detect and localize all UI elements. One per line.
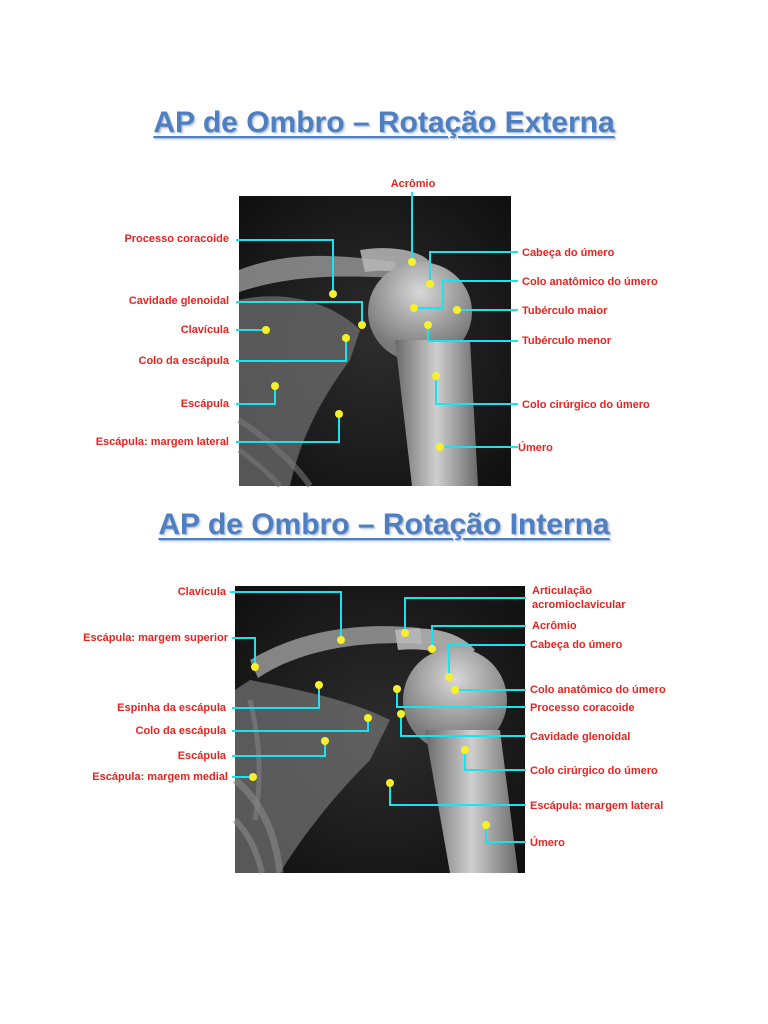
label-cabeca-do-umero-2: Cabeça do úmero — [530, 639, 623, 651]
label-cavidade-glenoidal: Cavidade glenoidal — [129, 295, 229, 307]
label-tuberculo-menor: Tubérculo menor — [522, 335, 612, 347]
label-escapula-2: Escápula — [178, 750, 227, 762]
label-clavicula: Clavícula — [181, 324, 230, 336]
leaders-figure-1 — [236, 192, 518, 448]
label-espinha-da-escapula: Espinha da escápula — [117, 702, 227, 714]
label-acromio: Acrômio — [391, 178, 436, 190]
label-colo-anatomico-do-umero-2: Colo anatômico do úmero — [530, 684, 666, 696]
label-acromioclavicular: acromioclavicular — [532, 599, 626, 611]
label-umero: Úmero — [518, 441, 553, 454]
label-articulacao: Articulação — [532, 585, 592, 597]
labels-figure-2: Clavícula Escápula: margem superior Espi… — [83, 585, 666, 849]
label-processo-coracoide: Processo coracoide — [124, 233, 229, 245]
label-cabeca-do-umero: Cabeça do úmero — [522, 247, 615, 259]
label-escapula: Escápula — [181, 398, 230, 410]
label-escapula-margem-lateral-2: Escápula: margem lateral — [530, 800, 663, 812]
label-processo-coracoide-2: Processo coracoide — [530, 702, 635, 714]
markers-figure-2 — [249, 629, 490, 829]
label-colo-da-escapula: Colo da escápula — [139, 355, 230, 367]
markers-figure-1 — [262, 258, 461, 451]
label-umero-2: Úmero — [530, 836, 565, 849]
label-escapula-margem-medial: Escápula: margem medial — [92, 771, 228, 783]
label-cavidade-glenoidal-2: Cavidade glenoidal — [530, 731, 630, 743]
figure-2-title: AP de Ombro – Rotação Interna — [158, 508, 610, 541]
label-colo-cirurgico-do-umero: Colo cirúrgico do úmero — [522, 399, 650, 411]
label-colo-cirurgico-do-umero-2: Colo cirúrgico do úmero — [530, 765, 658, 777]
label-escapula-margem-lateral: Escápula: margem lateral — [96, 436, 229, 448]
label-tuberculo-maior: Tubérculo maior — [522, 305, 608, 317]
xray-image-2 — [232, 586, 525, 874]
labels-figure-1: Acrômio Processo coracoide Cavidade glen… — [96, 178, 658, 454]
label-escapula-margem-superior: Escápula: margem superior — [83, 632, 229, 644]
leaders-figure-2 — [230, 591, 526, 843]
label-clavicula-2: Clavícula — [178, 586, 227, 598]
label-colo-anatomico-do-umero: Colo anatômico do úmero — [522, 276, 658, 288]
label-acromio-2: Acrômio — [532, 620, 577, 632]
figure-1-title: AP de Ombro – Rotação Externa — [153, 106, 615, 139]
label-colo-da-escapula-2: Colo da escápula — [136, 725, 227, 737]
